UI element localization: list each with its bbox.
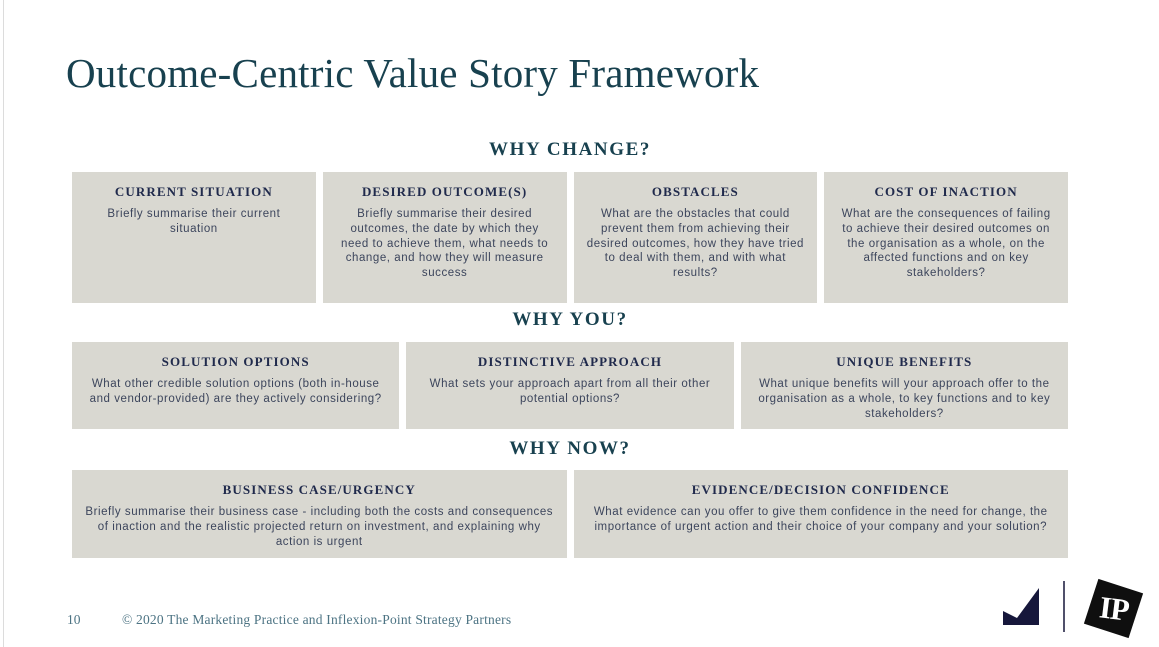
row-why-now: BUSINESS CASE/URGENCY Briefly summarise … — [72, 470, 1068, 558]
box-body: What sets your approach apart from all t… — [429, 378, 711, 405]
row-why-change: CURRENT SITUATION Briefly summarise thei… — [72, 172, 1068, 303]
box-body: What evidence can you offer to give them… — [593, 506, 1048, 533]
box-body: Briefly summarise their current situatio… — [107, 208, 281, 235]
box-business-case-urgency: BUSINESS CASE/URGENCY Briefly summarise … — [72, 470, 567, 558]
box-current-situation: CURRENT SITUATION Briefly summarise thei… — [72, 172, 316, 303]
box-title: COST OF INACTION — [874, 184, 1018, 199]
box-title: UNIQUE BENEFITS — [836, 354, 973, 369]
box-title: EVIDENCE/DECISION CONFIDENCE — [691, 482, 950, 497]
box-body: What other credible solution options (bo… — [89, 378, 382, 405]
box-unique-benefits: UNIQUE BENEFITS What unique benefits wil… — [740, 342, 1068, 429]
box-body: What unique benefits will your approach … — [758, 378, 1051, 420]
page-title: Outcome-Centric Value Story Framework — [66, 50, 760, 96]
logo-divider-line — [1063, 581, 1065, 632]
ip-logo-text: IP — [1097, 589, 1131, 628]
row-why-you: SOLUTION OPTIONS What other credible sol… — [72, 342, 1068, 429]
section-heading-why-you: WHY YOU? — [512, 309, 628, 330]
box-desired-outcomes: DESIRED OUTCOME(S) Briefly summarise the… — [322, 172, 567, 303]
box-title: SOLUTION OPTIONS — [161, 354, 310, 369]
section-heading-why-change: WHY CHANGE? — [488, 139, 652, 160]
slide-edge-line — [3, 0, 4, 647]
box-title: CURRENT SITUATION — [114, 184, 273, 199]
box-distinctive-approach: DISTINCTIVE APPROACH What sets your appr… — [406, 342, 734, 429]
box-solution-options: SOLUTION OPTIONS What other credible sol… — [72, 342, 400, 429]
box-body: What are the obstacles that could preven… — [586, 208, 804, 280]
checkmark-logo-icon — [1003, 588, 1039, 625]
box-title: DESIRED OUTCOME(S) — [361, 184, 528, 199]
box-body: What are the consequences of failing to … — [841, 208, 1051, 280]
page-number: 10 — [67, 612, 81, 627]
box-body: Briefly summarise their business case - … — [85, 506, 554, 548]
box-title: OBSTACLES — [651, 184, 739, 199]
section-heading-why-now: WHY NOW? — [509, 438, 631, 459]
ip-logo: IP — [1080, 576, 1148, 642]
box-body: Briefly summarise their desired outcomes… — [341, 208, 549, 280]
copyright-text: © 2020 The Marketing Practice and Inflex… — [122, 612, 512, 627]
box-evidence-decision-confidence: EVIDENCE/DECISION CONFIDENCE What eviden… — [573, 470, 1068, 558]
box-title: BUSINESS CASE/URGENCY — [222, 482, 416, 497]
box-obstacles: OBSTACLES What are the obstacles that co… — [573, 172, 818, 303]
box-title: DISTINCTIVE APPROACH — [477, 354, 663, 369]
box-cost-of-inaction: COST OF INACTION What are the consequenc… — [824, 172, 1068, 303]
